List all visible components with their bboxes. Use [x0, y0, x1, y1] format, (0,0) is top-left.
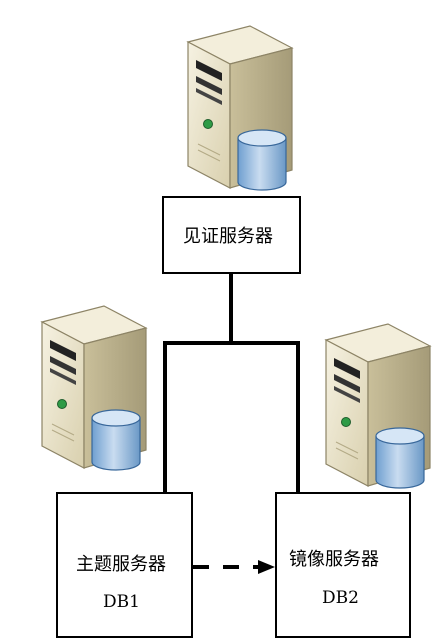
mirror-db-label: DB2 [322, 588, 359, 608]
mirroring-arrow-head [258, 560, 275, 574]
witness-server-label: 见证服务器 [183, 226, 273, 247]
principal-db-label: DB1 [103, 592, 140, 612]
witness-server-icon [187, 25, 293, 191]
principal-server-label: 主题服务器 [76, 554, 166, 575]
principal-server-box [56, 492, 193, 638]
mirror-server-icon [325, 323, 431, 489]
mirror-server-box [275, 492, 411, 638]
principal-server-icon [41, 305, 147, 471]
mirror-server-label: 镜像服务器 [289, 549, 379, 570]
witness-server-box [162, 196, 301, 274]
